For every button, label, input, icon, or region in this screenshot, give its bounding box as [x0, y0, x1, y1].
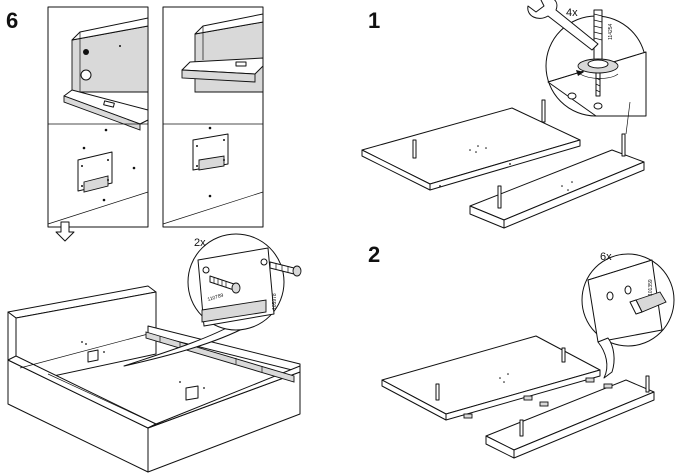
wooden-panels-step2 — [381, 335, 655, 459]
detail-panel-rail-fitted — [162, 6, 264, 228]
step-number-6: 6 — [6, 8, 18, 33]
screw-part-number-a: 110789 — [207, 293, 225, 303]
screw-count-label: 2x — [194, 237, 206, 249]
plug-detail-callout: 6x 101359 — [581, 251, 675, 379]
plug-count-label: 6x — [600, 251, 612, 263]
screw-detail-callout: 2x 110789 105978 — [187, 233, 302, 331]
step-number-1: 1 — [368, 8, 380, 33]
bed-frame — [7, 285, 301, 473]
rotate-arrow-icon — [576, 70, 584, 76]
wooden-panels-step1 — [361, 99, 645, 229]
dowel-part-number: 114254 — [608, 23, 614, 40]
detail-panel-rail-angled — [47, 6, 149, 228]
screw-part-number-b: 105978 — [272, 293, 278, 310]
dowel-count-label: 4x — [566, 7, 578, 19]
down-arrow-icon — [55, 221, 75, 242]
plug-part-number: 101359 — [648, 279, 654, 296]
dowel-detail-callout: 4x 114254 — [527, 0, 647, 135]
step-number-2: 2 — [368, 242, 380, 267]
